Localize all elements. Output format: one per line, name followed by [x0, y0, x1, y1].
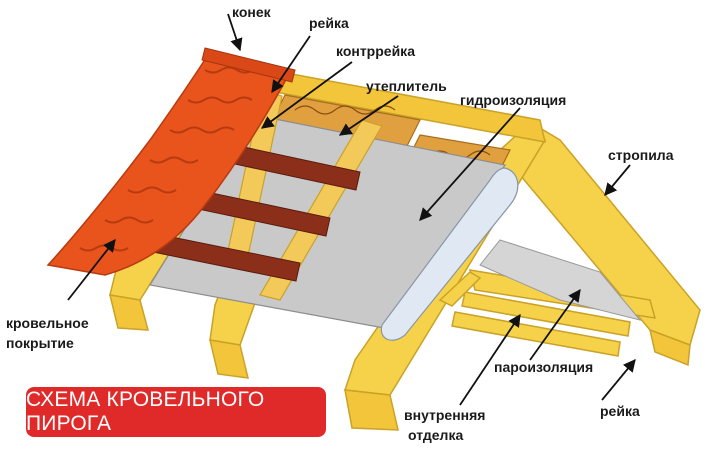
arrow-reika-top — [271, 35, 311, 94]
arrow-vnutrennyaya — [459, 313, 521, 406]
arrow-kontrreika — [260, 61, 353, 129]
label-gidroizolyaciya: гидроизоляция — [460, 92, 566, 108]
label-vnutrennyaya-2: отделка — [408, 427, 463, 443]
label-krovelnoe-2: покрытие — [6, 335, 74, 351]
labels: конек рейка контррейка утеплитель гидрои… — [6, 4, 674, 443]
membrane-roll — [380, 167, 519, 341]
inner-lath-1 — [461, 291, 631, 337]
title-banner-text: СХЕМА КРОВЕЛЬНОГО ПИРОГА — [26, 388, 265, 435]
arrow-konek — [227, 13, 243, 52]
inner-lath-3 — [438, 271, 482, 307]
label-arrows — [67, 13, 636, 406]
label-reika-top: рейка — [309, 15, 349, 31]
arrow-uteplitel — [338, 95, 399, 136]
counter-battens — [224, 89, 383, 301]
label-paroizolyaciya: пароизоляция — [494, 359, 593, 375]
inner-lath-2 — [451, 311, 621, 357]
roof-tiles — [46, 47, 296, 276]
label-krovelnoe-1: кровельное — [6, 315, 89, 331]
vapour-barrier — [479, 239, 642, 321]
ridge-cap — [201, 47, 296, 83]
label-stropila: стропила — [608, 147, 674, 163]
arrow-krovelnoe — [67, 239, 116, 301]
label-reika-bottom: рейка — [600, 403, 640, 419]
rafter-ends — [109, 294, 691, 431]
label-vnutrennyaya-1: внутренняя — [404, 407, 485, 423]
label-kontrreika: контррейка — [336, 43, 415, 59]
arrow-gidroizolyaciya — [419, 107, 521, 221]
title-banner: СХЕМА КРОВЕЛЬНОГО ПИРОГА — [26, 387, 326, 437]
label-konek: конек — [232, 4, 272, 20]
battens — [147, 142, 361, 282]
label-uteplitel: утеплитель — [366, 78, 447, 94]
arrow-stropila — [604, 164, 631, 196]
arrow-paroizolyaciya — [529, 288, 581, 361]
arrow-reika-bottom — [601, 359, 636, 401]
